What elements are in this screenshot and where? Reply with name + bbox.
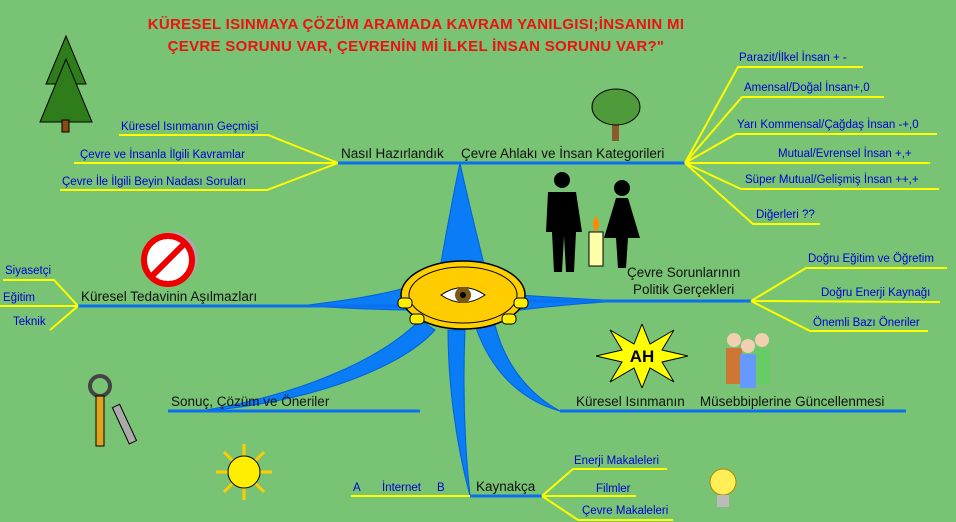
subitem[interactable]: Eğitim [3, 292, 35, 304]
subitem[interactable]: A [353, 482, 361, 494]
page-title: KÜRESEL ISINMAYA ÇÖZÜM ARAMADA KAVRAM YA… [147, 16, 685, 55]
subitem[interactable]: Çevre İle İlgili Beyin Nadası Soruları [62, 176, 247, 188]
subitem[interactable]: B [437, 482, 445, 494]
branch-kaynakca[interactable]: Kaynakça [476, 479, 536, 494]
people-candle-icon [546, 172, 640, 272]
eye-icon [397, 260, 529, 330]
subitem[interactable]: Yarı Kommensal/Çağdaş İnsan -+,0 [737, 119, 919, 131]
ah-label: AH [630, 347, 655, 366]
subitem[interactable]: Parazit/İlkel İnsan + - [739, 52, 847, 64]
subitem[interactable]: Siyasetçi [5, 265, 52, 277]
sun-icon [216, 444, 272, 500]
tree-icon [591, 88, 641, 141]
branch-kuresel-tedavi[interactable]: Küresel Tedavinin Aşılmazları [81, 289, 258, 304]
ah-starburst-icon: AH [596, 324, 688, 388]
subitem[interactable]: Diğerleri ?? [756, 209, 815, 221]
subitem[interactable]: Önemli Bazı Öneriler [813, 317, 920, 329]
branch-cevre-ahlaki[interactable]: Çevre Ahlakı ve İnsan Kategorileri [461, 146, 665, 161]
petal-bottom [447, 329, 471, 497]
branch-nasil-hazirlandik[interactable]: Nasıl Hazırlandık [341, 146, 444, 161]
petal-bottom-right [474, 324, 561, 412]
subitem[interactable]: İnternet [382, 482, 421, 494]
no-sign-icon [141, 232, 198, 287]
branch-sonuc[interactable]: Sonuç, Çözüm ve Öneriler [171, 394, 330, 409]
lightbulb-icon [709, 468, 737, 507]
subitem[interactable]: Çevre Makaleleri [582, 505, 669, 517]
subitem[interactable]: Mutual/Evrensel İnsan +,+ [778, 148, 912, 160]
subitem[interactable]: Teknik [13, 316, 46, 328]
petal-bottom-left [199, 319, 436, 412]
pine-tree-icon [39, 34, 93, 133]
subitem[interactable]: Süper Mutual/Gelişmiş İnsan ++,+ [745, 174, 919, 186]
people-group-icon [726, 333, 770, 388]
subitem[interactable]: Küresel Isınmanın Geçmişi [121, 121, 259, 133]
subitem[interactable]: Filmler [596, 483, 631, 495]
subitem[interactable]: Enerji Makaleleri [574, 455, 660, 467]
branch-kuresel-isinma[interactable]: Küresel Isınmanın Müsebbiplerine Güncell… [576, 394, 885, 409]
subitem[interactable]: Doğru Eğitim ve Öğretim [808, 253, 934, 265]
subitem[interactable]: Amensal/Doğal İnsan+,0 [744, 82, 870, 94]
petal-top [439, 162, 486, 269]
subitem[interactable]: Doğru Enerji Kaynağı [821, 287, 931, 299]
keys-icon [88, 374, 138, 447]
subitem[interactable]: Çevre ve İnsanla İlgili Kavramlar [80, 149, 245, 161]
